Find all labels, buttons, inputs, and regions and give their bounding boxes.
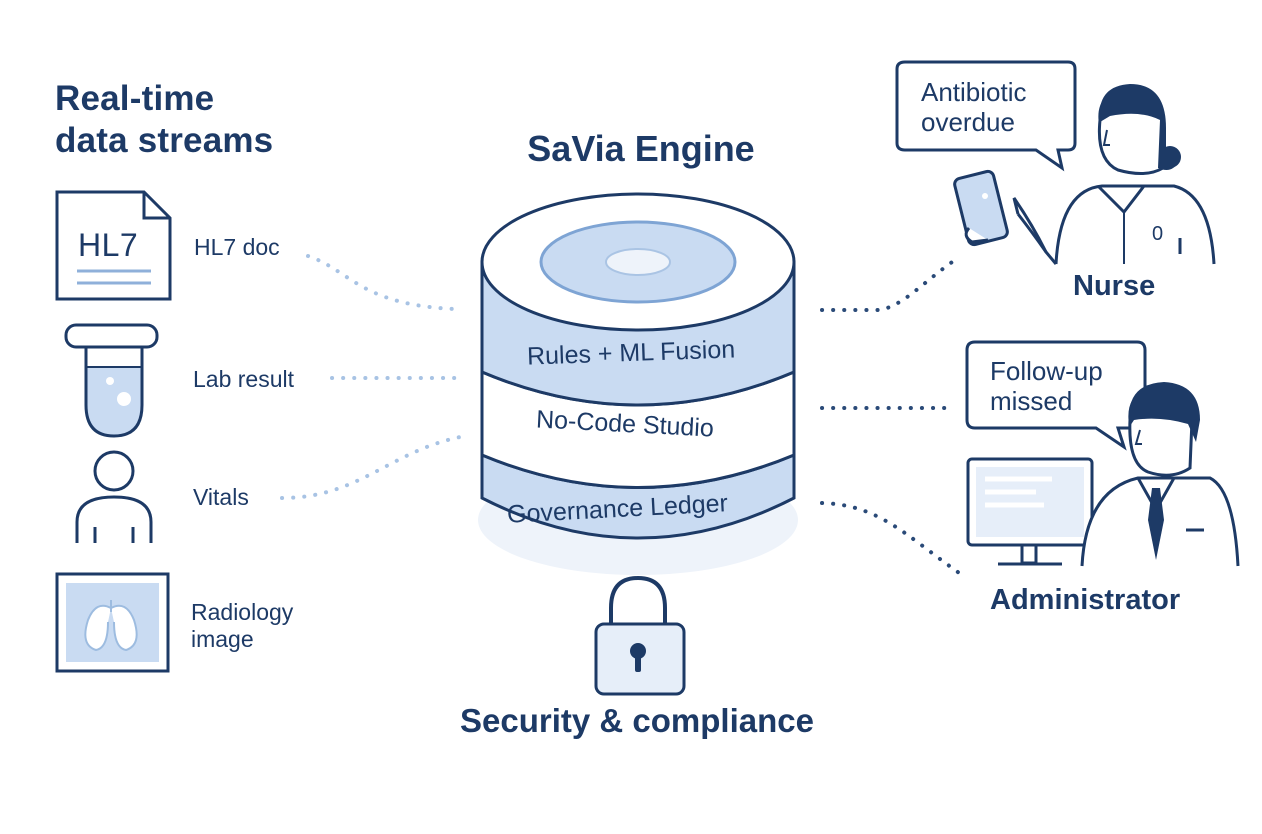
connector-vitals <box>280 434 467 500</box>
database-icon <box>478 192 798 575</box>
hl7-doc-label: HL7 doc <box>194 234 280 260</box>
nurse-figure: 0 <box>1012 84 1216 265</box>
nurse-label: Nurse <box>1073 270 1156 302</box>
monitor-icon <box>966 457 1094 566</box>
lock-icon <box>594 575 686 696</box>
radiology-label-line2: image <box>191 626 254 652</box>
speech-bubble-icon <box>895 60 1077 172</box>
vitals-label: Vitals <box>193 484 249 510</box>
person-icon <box>75 450 153 543</box>
right-connectors <box>820 256 964 577</box>
hl7-icon-text: HL7 <box>78 227 139 263</box>
nurse-alert-line2: overdue <box>921 107 1015 137</box>
admin-alert: Follow-up missed <box>990 356 1103 416</box>
svg-text:0: 0 <box>1152 223 1163 245</box>
lab-result-label: Lab result <box>193 366 295 392</box>
smartphone-icon <box>953 169 1009 247</box>
radiology-label: Radiology image <box>191 599 293 653</box>
admin-alert-line1: Follow-up <box>990 356 1103 386</box>
connector-admin-2 <box>820 501 964 577</box>
nurse-alert: Antibiotic overdue <box>921 77 1027 137</box>
admin-alert-line2: missed <box>990 386 1073 416</box>
left-title-line2: data streams <box>55 121 274 160</box>
connector-nurse <box>820 256 960 312</box>
left-title-line1: Real-time <box>55 79 215 118</box>
radiology-label-line1: Radiology <box>191 599 294 625</box>
security-label: Security & compliance <box>460 702 814 739</box>
administrator-figure <box>1080 382 1240 567</box>
left-connectors <box>280 254 467 500</box>
left-title: Real-time data streams <box>55 78 273 162</box>
administrator-label: Administrator <box>990 584 1181 616</box>
document-icon <box>55 190 172 301</box>
test-tube-icon <box>64 323 159 438</box>
nurse-alert-line1: Antibiotic <box>921 77 1027 107</box>
xray-icon <box>55 572 170 673</box>
speech-bubble-icon-admin <box>965 340 1147 451</box>
connector-hl7 <box>306 254 457 311</box>
engine-title: SaVia Engine <box>527 128 755 169</box>
